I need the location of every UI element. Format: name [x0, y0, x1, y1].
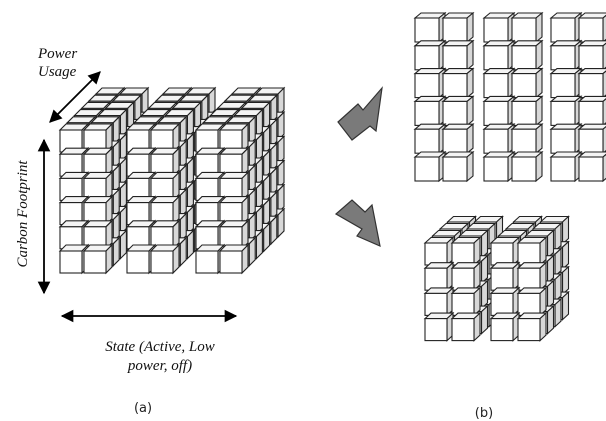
cube — [516, 286, 548, 317]
cube — [482, 123, 516, 155]
cube — [510, 39, 544, 71]
cube — [423, 261, 455, 292]
cube — [413, 123, 447, 155]
cube — [450, 311, 482, 342]
cube — [82, 146, 114, 178]
cube — [450, 236, 482, 267]
cube — [218, 122, 250, 154]
cube — [577, 68, 606, 99]
cube-grid-slice — [413, 11, 606, 183]
cube — [482, 67, 516, 99]
cube — [450, 286, 482, 317]
cube — [489, 311, 521, 342]
caption-a: (a) — [134, 401, 152, 416]
cube — [577, 123, 606, 155]
caption-b: (b) — [475, 406, 493, 421]
cube — [577, 151, 606, 183]
carbon-footprint-label: Carbon Footprint — [15, 160, 31, 268]
state-label-line2: power, off) — [127, 358, 192, 374]
cube — [549, 95, 583, 127]
cube — [516, 236, 548, 267]
cube — [577, 40, 606, 71]
cube — [516, 311, 548, 342]
cube — [413, 67, 447, 99]
cube — [510, 123, 544, 155]
cube — [82, 219, 114, 251]
cube — [549, 39, 583, 71]
cube — [510, 95, 544, 127]
cube — [577, 95, 606, 127]
cube — [149, 122, 181, 154]
cube — [489, 236, 521, 267]
arrow-to-slice — [337, 86, 383, 141]
cube — [441, 123, 475, 155]
cube — [441, 95, 475, 127]
cube — [510, 67, 544, 99]
cube — [149, 243, 181, 275]
cube — [510, 11, 544, 44]
cube — [450, 261, 482, 292]
state-label-line1: State (Active, Low — [105, 339, 215, 355]
cube — [423, 236, 455, 267]
cube — [82, 243, 114, 275]
cube — [549, 150, 583, 183]
cube — [413, 11, 447, 44]
cube — [549, 11, 583, 44]
cube-grid-reduced — [423, 215, 570, 342]
cube — [441, 39, 475, 71]
cube — [413, 39, 447, 71]
cube — [218, 146, 250, 178]
cube — [441, 11, 475, 44]
cube — [149, 219, 181, 251]
cube — [218, 219, 250, 251]
cube — [149, 171, 181, 202]
cube — [423, 286, 455, 317]
cube — [218, 195, 250, 226]
cube — [413, 95, 447, 127]
power-usage-label-line2: Usage — [38, 64, 77, 80]
cube-grid-full — [58, 86, 286, 275]
cube — [577, 12, 606, 44]
cube — [510, 150, 544, 183]
power-usage-label-line1: Power — [37, 46, 77, 62]
cube — [482, 39, 516, 71]
cube — [218, 243, 250, 275]
cube — [482, 95, 516, 127]
cube — [482, 150, 516, 183]
cube — [482, 11, 516, 44]
cube — [82, 171, 114, 202]
power-usage-axis-arrow — [49, 71, 101, 123]
cube — [441, 150, 475, 183]
cube — [549, 67, 583, 99]
cube — [149, 195, 181, 226]
cube — [549, 123, 583, 155]
cube — [441, 67, 475, 99]
cube — [516, 261, 548, 292]
cube — [423, 311, 455, 342]
cube — [489, 261, 521, 292]
arrow-to-reduced — [334, 199, 381, 248]
cube — [489, 286, 521, 317]
cube — [413, 150, 447, 183]
